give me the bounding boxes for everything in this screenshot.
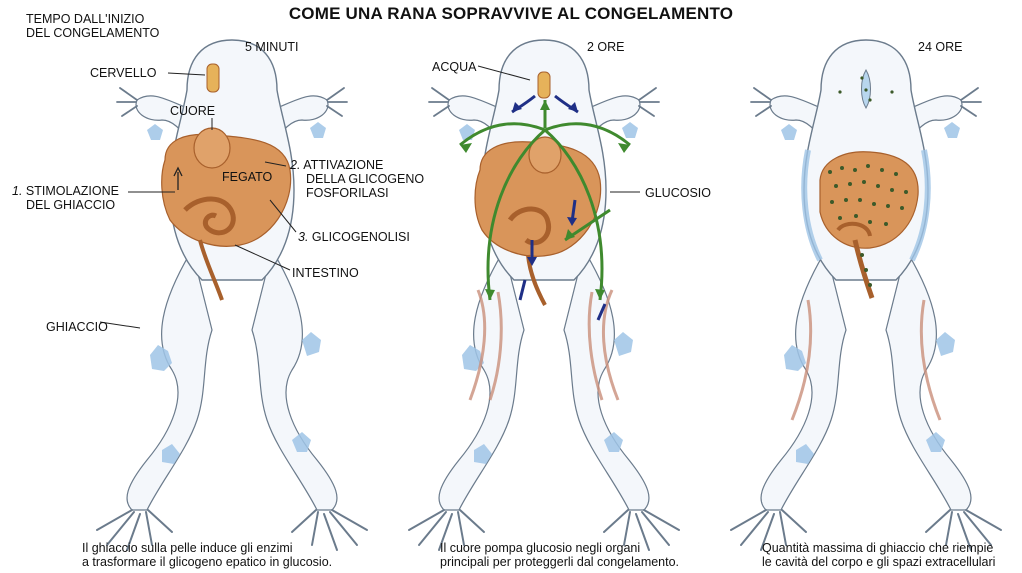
step2-text: ATTIVAZIONE xyxy=(303,158,383,172)
panel-1-time: 5 MINUTI xyxy=(245,40,298,54)
frog-panel-1 xyxy=(97,40,367,550)
label-step1: 1. STIMOLAZIONE xyxy=(12,184,119,198)
caption-panel-1-line2: a trasformare il glicogeno epatico in gl… xyxy=(82,555,332,569)
panel-3-time: 24 ORE xyxy=(918,40,962,54)
label-ghiaccio: GHIACCIO xyxy=(46,320,108,334)
label-step2-line3: FOSFORILASI xyxy=(306,186,389,200)
step1-text: STIMOLAZIONE xyxy=(26,184,119,198)
time-axis-label-line2: DEL CONGELAMENTO xyxy=(26,26,159,40)
caption-panel-2-line1: Il cuore pompa glucosio negli organi xyxy=(440,541,640,555)
label-fegato: FEGATO xyxy=(222,170,272,184)
label-cervello: CERVELLO xyxy=(90,66,156,80)
label-cuore: CUORE xyxy=(170,104,215,118)
caption-panel-2-line2: principali per proteggerli dal congelame… xyxy=(440,555,679,569)
step1-number: 1. xyxy=(12,184,22,198)
step2-number: 2. xyxy=(290,158,300,172)
caption-panel-3-line2: le cavità del corpo e gli spazi extracel… xyxy=(762,555,995,569)
label-step2: 2. ATTIVAZIONE xyxy=(290,158,383,172)
label-step3: 3. GLICOGENOLISI xyxy=(298,230,410,244)
label-step2-line2: DELLA GLICOGENO xyxy=(306,172,424,186)
label-acqua: ACQUA xyxy=(432,60,476,74)
label-glucosio: GLUCOSIO xyxy=(645,186,711,200)
label-intestino: INTESTINO xyxy=(292,266,359,280)
frog-panel-3 xyxy=(731,40,1001,550)
panel-2-time: 2 ORE xyxy=(587,40,625,54)
time-axis-label-line1: TEMPO DALL'INIZIO xyxy=(26,12,144,26)
step3-text: GLICOGENOLISI xyxy=(312,230,410,244)
caption-panel-1-line1: Il ghiaccio sulla pelle induce gli enzim… xyxy=(82,541,293,555)
caption-panel-3-line1: Quantità massima di ghiaccio che riempie xyxy=(762,541,993,555)
step3-number: 3. xyxy=(298,230,308,244)
label-step1-line2: DEL GHIACCIO xyxy=(26,198,115,212)
